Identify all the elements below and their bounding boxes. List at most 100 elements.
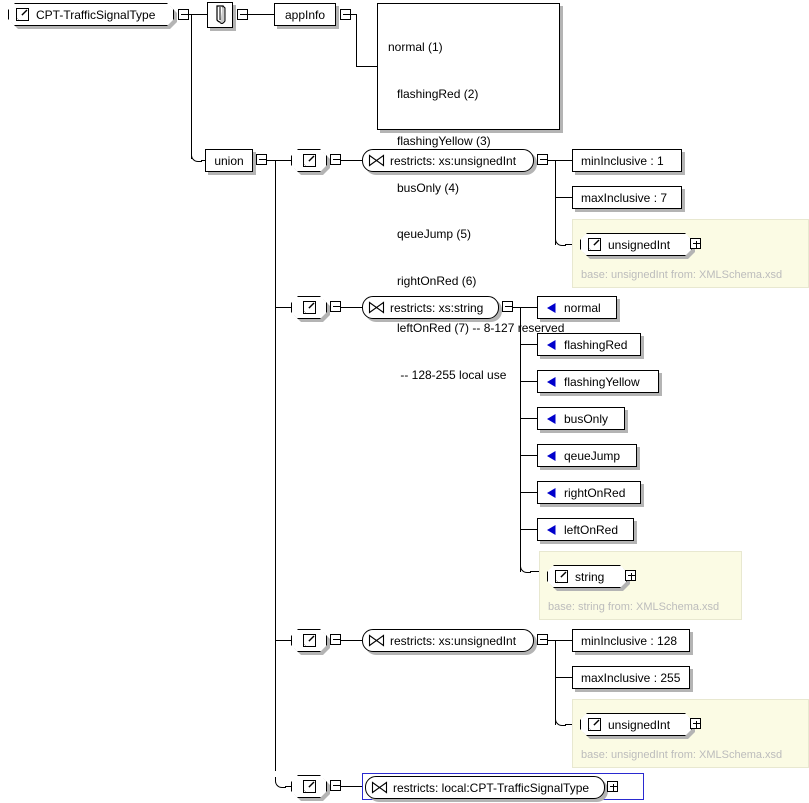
connector (189, 14, 207, 15)
appinfo-node[interactable]: appInfo (274, 3, 336, 26)
member-4-restriction-node[interactable]: restricts: local:CPT-TrafficSignalType (365, 776, 605, 799)
union-expander[interactable] (256, 154, 267, 165)
member-3-simpletype-node[interactable] (291, 629, 327, 652)
connector (341, 160, 362, 161)
member-2-enum-leftonred[interactable]: leftOnRed (537, 518, 634, 541)
member-2-expander[interactable] (330, 301, 341, 312)
member-3-base-caption: base: unsignedInt from: XMLSchema.xsd (581, 749, 783, 761)
member-3-facet-maxinclusive[interactable]: maxInclusive : 255 (572, 666, 690, 689)
connector (267, 160, 276, 161)
member-2-base-node[interactable]: string (547, 565, 627, 588)
connector (548, 160, 556, 161)
connector (555, 640, 572, 641)
member-2-base-label: string (575, 569, 605, 584)
member-2-restriction-expander[interactable] (502, 301, 513, 312)
enum-label: flashingRed (564, 337, 628, 352)
annotation-documentation-box: normal (1) flashingRed (2) flashingYello… (377, 3, 564, 382)
restriction-icon (368, 301, 385, 314)
connector (341, 640, 362, 641)
connector (565, 724, 573, 725)
doc-line: busOnly (4) (397, 180, 460, 195)
member-1-base-label: unsignedInt (608, 237, 671, 252)
union-label: union (214, 153, 244, 168)
facet-label: minInclusive : 1 (581, 153, 664, 168)
enumeration-icon (546, 302, 557, 314)
member-4-expander[interactable] (330, 780, 341, 791)
connector (555, 677, 572, 678)
root-node-cpt-trafficsignaltype[interactable]: CPT-TrafficSignalType (8, 3, 174, 26)
connector (356, 66, 378, 67)
member-1-base-expander[interactable] (690, 238, 701, 249)
member-4-simpletype-node[interactable] (291, 775, 327, 798)
simple-type-icon (302, 779, 317, 794)
member-2-enum-rightonred[interactable]: rightOnRed (537, 481, 641, 504)
simple-type-icon (302, 300, 317, 315)
connector (191, 14, 192, 159)
member-1-facet-maxinclusive[interactable]: maxInclusive : 7 (572, 186, 682, 209)
member-2-base-caption: base: string from: XMLSchema.xsd (548, 601, 720, 613)
union-node[interactable]: union (205, 149, 253, 172)
member-1-restriction-expander[interactable] (537, 154, 548, 165)
member-4-restriction-label: restricts: local:CPT-TrafficSignalType (393, 780, 590, 795)
connector-elbow (555, 715, 566, 726)
annotation-expander[interactable] (237, 9, 248, 20)
connector-elbow (275, 777, 286, 788)
member-2-base-expander[interactable] (625, 570, 636, 581)
doc-line: flashingRed (2) (397, 86, 479, 101)
connector (351, 14, 357, 15)
simple-type-icon (15, 7, 30, 22)
appinfo-label: appInfo (284, 7, 326, 22)
enumeration-icon (546, 376, 557, 388)
member-3-restriction-expander[interactable] (537, 634, 548, 645)
member-2-enum-qeuejump[interactable]: qeueJump (537, 444, 637, 467)
member-2-restriction-node[interactable]: restricts: xs:string (362, 296, 499, 319)
member-2-enum-flashingyellow[interactable]: flashingYellow (537, 370, 659, 393)
enum-label: rightOnRed (564, 485, 626, 500)
connector (520, 492, 537, 493)
connector (201, 160, 205, 161)
member-2-enum-normal[interactable]: normal (537, 296, 617, 319)
facet-label: maxInclusive : 7 (581, 190, 668, 205)
simple-type-icon (587, 237, 602, 252)
connector (555, 160, 556, 245)
member-2-enum-busonly[interactable]: busOnly (537, 407, 625, 430)
appinfo-expander[interactable] (340, 9, 351, 20)
enum-label: qeueJump (564, 448, 621, 463)
root-expander[interactable] (178, 9, 189, 20)
enum-label: flashingYellow (564, 374, 640, 389)
connector-elbow (191, 151, 202, 162)
enum-label: leftOnRed (564, 522, 619, 537)
annotation-node[interactable] (207, 2, 233, 28)
connector (520, 307, 521, 572)
member-4-restriction-expander[interactable] (607, 781, 618, 792)
member-1-simpletype-node[interactable] (291, 149, 327, 172)
member-1-restriction-label: restricts: xs:unsignedInt (390, 153, 517, 168)
connector (555, 160, 572, 161)
member-1-expander[interactable] (330, 154, 341, 165)
connector (520, 418, 537, 419)
connector-elbow (520, 562, 531, 573)
member-4-selection-outline (362, 773, 644, 800)
member-1-facet-mininclusive[interactable]: minInclusive : 1 (572, 149, 682, 172)
member-3-restriction-node[interactable]: restricts: xs:unsignedInt (362, 629, 534, 652)
simple-type-icon (302, 633, 317, 648)
member-3-base-expander[interactable] (690, 718, 701, 729)
member-1-base-node[interactable]: unsignedInt (580, 233, 692, 256)
member-2-enum-flashingred[interactable]: flashingRed (537, 333, 641, 356)
member-3-base-node[interactable]: unsignedInt (580, 713, 692, 736)
member-3-expander[interactable] (330, 634, 341, 645)
doc-line: -- 128-255 local use (397, 367, 507, 382)
connector (520, 381, 537, 382)
member-2-simpletype-node[interactable] (291, 296, 327, 319)
connector (275, 160, 276, 771)
enumeration-icon (546, 487, 557, 499)
enum-label: busOnly (564, 411, 609, 426)
member-1-base-caption: base: unsignedInt from: XMLSchema.xsd (581, 269, 783, 281)
member-3-facet-mininclusive[interactable]: minInclusive : 128 (572, 629, 690, 652)
connector (513, 307, 521, 308)
connector (285, 786, 292, 787)
member-1-restriction-node[interactable]: restricts: xs:unsignedInt (362, 149, 534, 172)
connector (530, 571, 540, 572)
connector (548, 640, 556, 641)
